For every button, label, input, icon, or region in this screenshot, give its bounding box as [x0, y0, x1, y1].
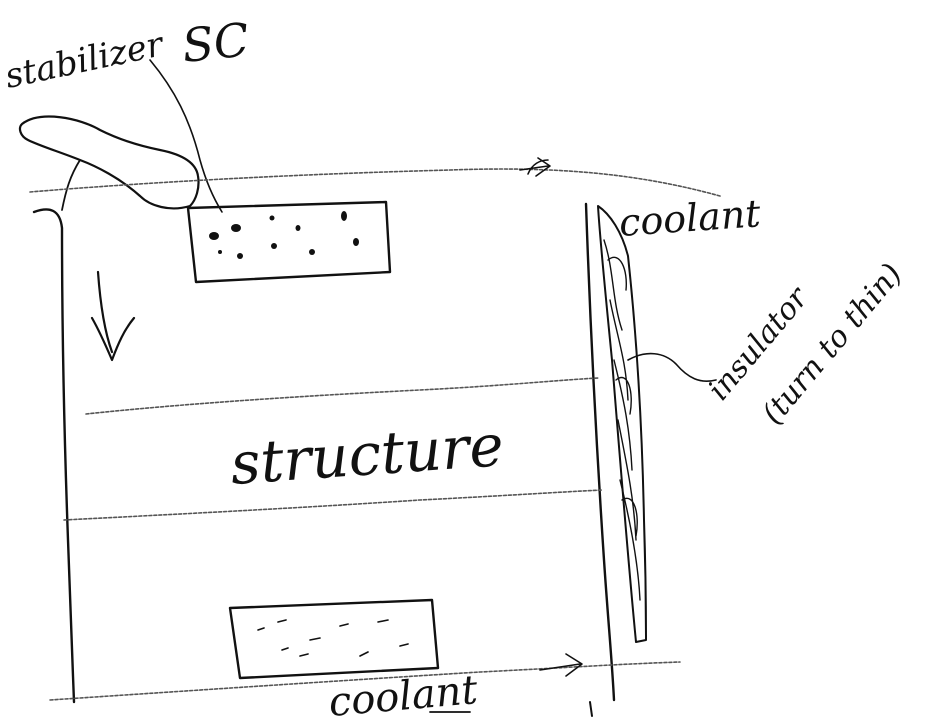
stabilizer-label: stabilizer — [2, 24, 169, 97]
coolant-line-bottom — [49, 661, 681, 701]
structure-label: structure — [228, 411, 505, 498]
bottom-particle-block — [228, 598, 440, 680]
structure-right-wall — [584, 202, 616, 702]
coolant-arrow-bottom — [539, 653, 583, 677]
stabilizer-leader — [149, 59, 223, 213]
stabilizer-blob — [18, 115, 200, 210]
bottom-particles — [257, 619, 409, 657]
coolant-line-top — [29, 168, 721, 197]
insulator-hatching — [603, 239, 641, 601]
coolant-label-top: coolant — [618, 191, 763, 245]
layer-line-upper — [85, 377, 599, 415]
bottom-tick — [589, 701, 593, 717]
insulator-strip — [597, 205, 647, 643]
coolant-label-bottom: coolant — [327, 667, 480, 726]
top-particle-block — [186, 200, 392, 284]
down-arrow — [90, 270, 136, 362]
stabilizer-tail — [61, 159, 81, 211]
coolant-arrow-top — [519, 157, 551, 177]
top-particles — [209, 211, 359, 259]
structure-left-wall — [32, 208, 76, 704]
layer-line-lower — [63, 489, 603, 521]
sc-label: SC — [180, 12, 252, 73]
insulator-leader — [627, 352, 717, 382]
